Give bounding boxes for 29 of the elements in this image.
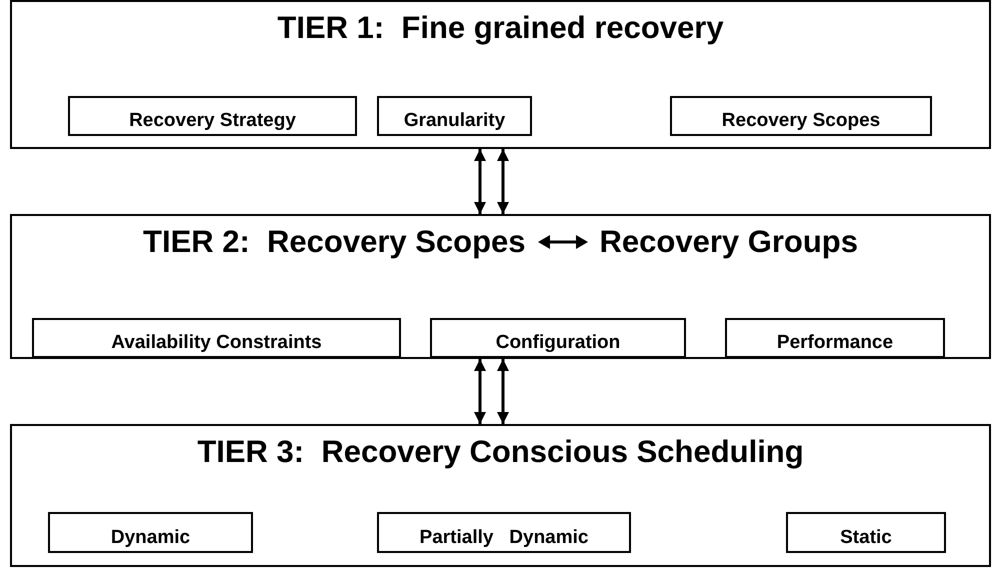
component-box [430,318,686,358]
double-arrow [497,359,509,424]
tier-panel [10,424,991,567]
component-box [786,512,946,553]
component-box [377,96,532,136]
component-label: Partially Dynamic [420,526,588,550]
tier-title: TIER 1: Fine grained recovery [277,12,724,43]
component-box [670,96,932,136]
component-label: Availability Constraints [111,331,322,355]
component-label: Static [840,526,892,550]
tier-title: Recovery Groups [600,226,858,257]
component-label: Performance [776,331,894,355]
component-label: Granularity [404,109,506,133]
component-label: Configuration [496,331,620,355]
component-box [48,512,253,553]
tier-title: TIER 3: Recovery Conscious Scheduling [197,436,804,467]
component-label: Recovery Strategy [129,109,296,133]
double-arrow [497,149,509,214]
component-label: Recovery Scopes [722,109,880,133]
component-label: Dynamic [110,526,190,550]
tier-panel [10,214,991,359]
double-arrow [474,149,486,214]
component-box [68,96,357,136]
double-arrow [474,359,486,424]
component-box [377,512,631,553]
tier-title: TIER 2: Recovery Scopes [143,226,526,257]
component-box [32,318,401,358]
tier-panel [10,0,991,149]
component-box [725,318,945,358]
